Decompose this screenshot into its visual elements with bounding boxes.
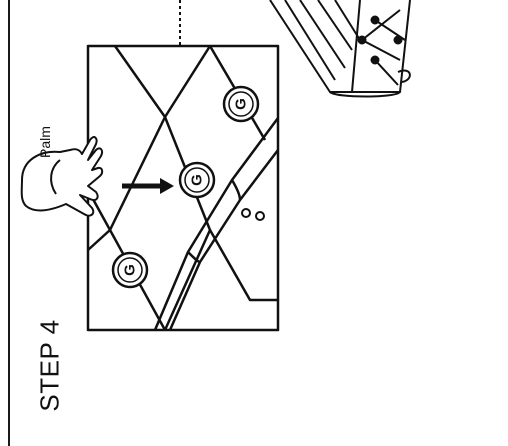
step-heading: STEP 4 [30, 300, 70, 430]
palm-label: Palm [33, 120, 57, 164]
small-circle-mark [241, 208, 251, 218]
svg-text:G: G [122, 264, 139, 276]
cushion-corner [269, 0, 411, 98]
g-badge: G [111, 251, 149, 289]
g-badge: G [222, 85, 260, 123]
palm-label-text: Palm [37, 126, 53, 158]
step-heading-text: STEP 4 [34, 318, 65, 412]
small-circle-mark [255, 211, 265, 221]
hand-palm-icon [20, 136, 104, 217]
left-border-line [8, 0, 10, 446]
svg-text:G: G [189, 174, 206, 186]
g-badge: G [178, 161, 216, 199]
press-arrow [122, 178, 174, 194]
svg-text:G: G [233, 98, 250, 110]
